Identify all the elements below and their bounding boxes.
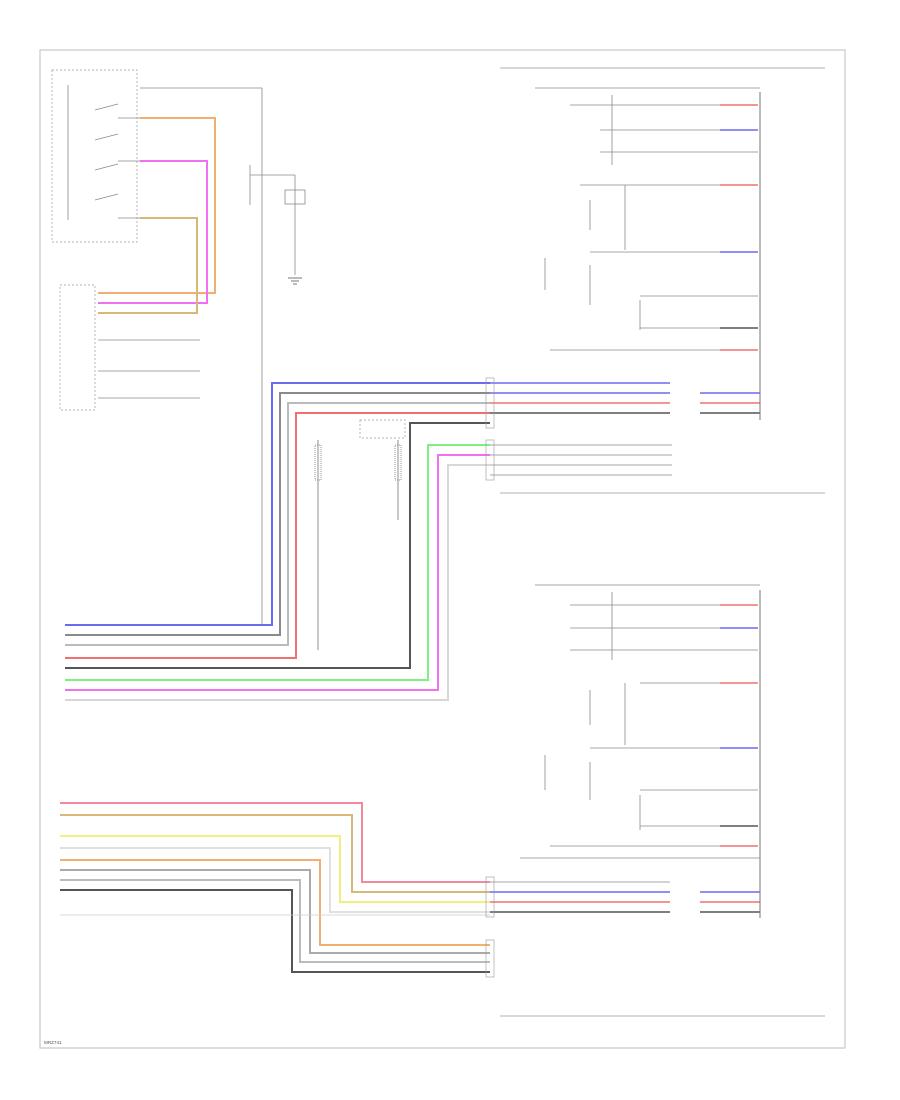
- light-control-ecu: [59, 284, 96, 411]
- combination-switch-box: [51, 69, 138, 243]
- upper-harness: [65, 382, 490, 701]
- ecu-outputs: [98, 339, 200, 399]
- switch-output-wires: [98, 117, 216, 314]
- shield-leads: [314, 419, 406, 650]
- combination-switch-contacts: [67, 85, 263, 625]
- left-headlight-assembly: [500, 584, 825, 1017]
- connector-icon: [485, 377, 495, 978]
- relay-block: [249, 165, 306, 275]
- diagram-frame: [39, 49, 846, 1049]
- ground-icon: [288, 277, 302, 285]
- lower-right-harness: [490, 881, 760, 913]
- page-code: MRZ741: [44, 1040, 62, 1045]
- lower-harness: [60, 802, 490, 973]
- right-headlight-assembly: [500, 67, 825, 494]
- upper-right-harness: [490, 382, 760, 476]
